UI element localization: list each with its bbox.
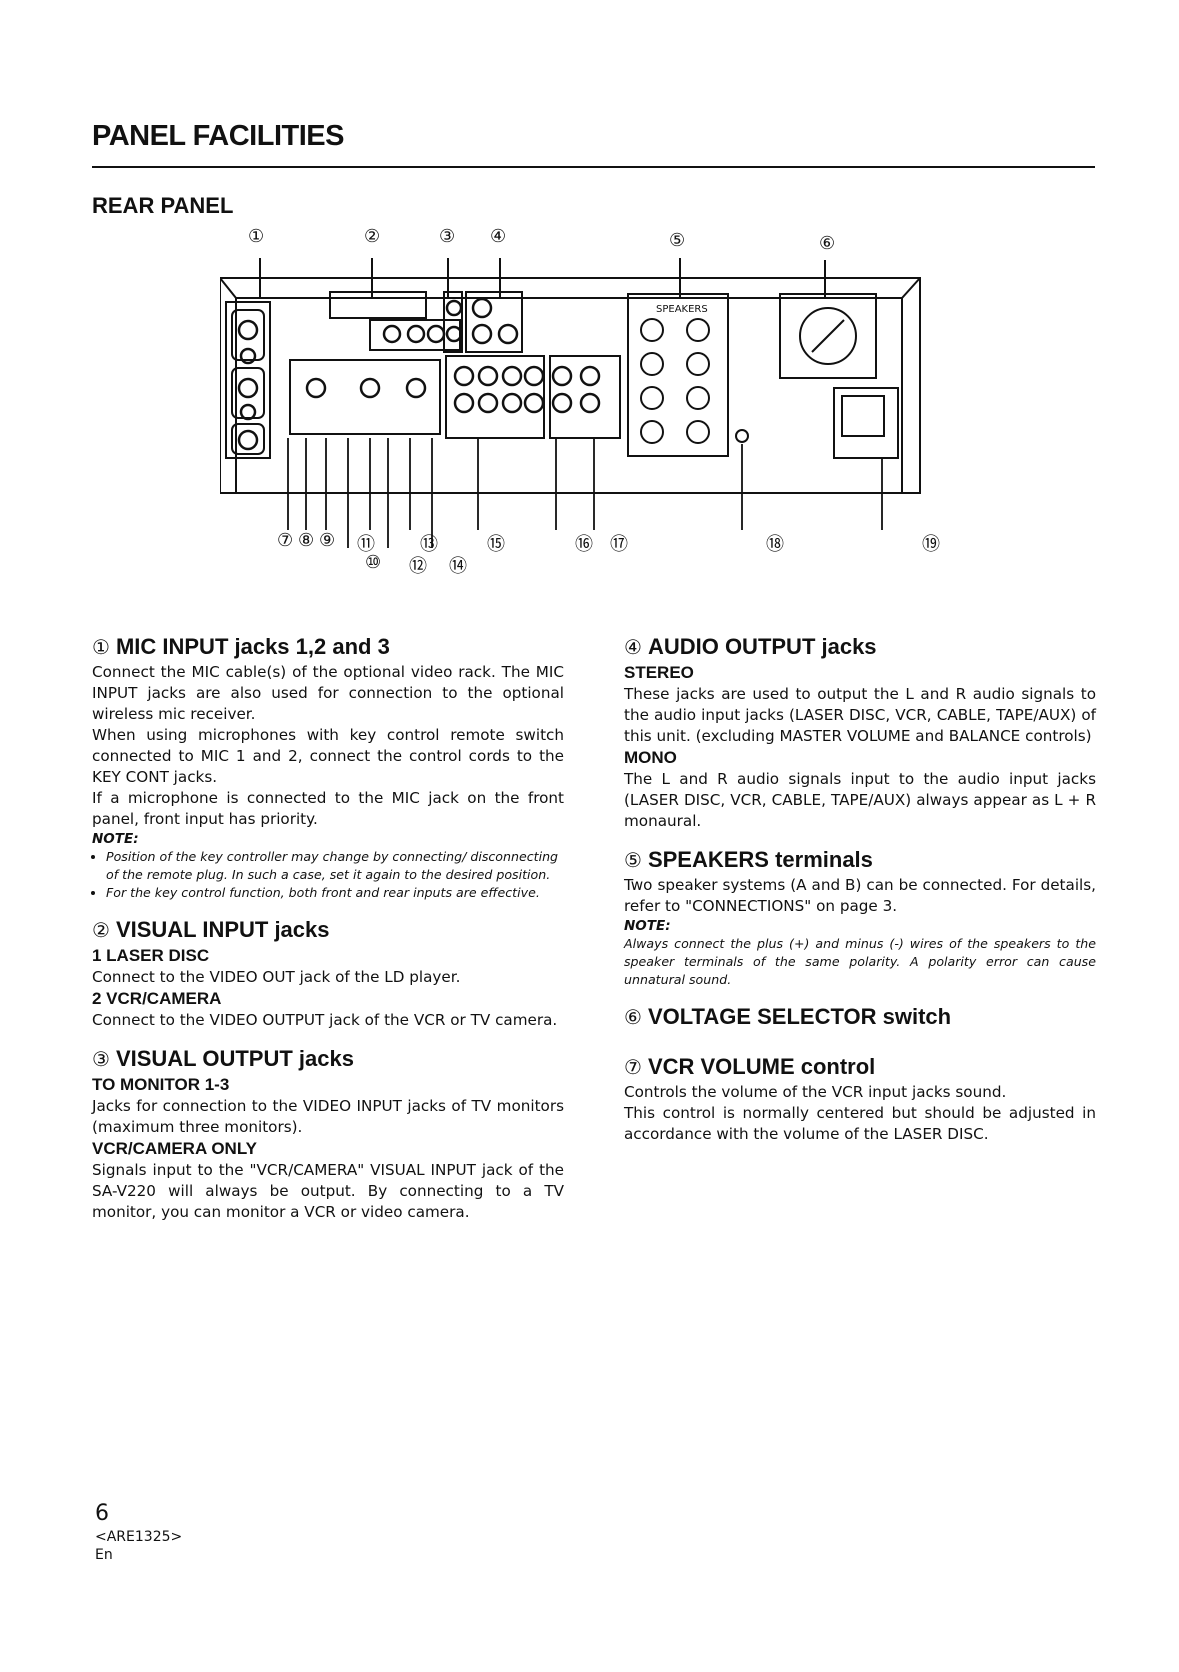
callout-16: ⑯ xyxy=(575,534,593,555)
body-text: The L and R audio signals input to the a… xyxy=(624,770,1096,830)
speakers-diagram-label: SPEAKERS xyxy=(656,304,708,315)
rear-panel-diagram: SPEAKERS xyxy=(220,258,921,548)
body-text: This control is normally centered but sh… xyxy=(624,1104,1096,1143)
body-text: Connect to the VIDEO OUTPUT jack of the … xyxy=(92,1011,558,1029)
callout-7: ⑦ xyxy=(277,530,294,551)
mic-input-paragraph: When using microphones with key control … xyxy=(92,726,564,786)
callout-13: ⑬ xyxy=(420,534,438,555)
footer: 6 <ARE1325> En xyxy=(95,1500,182,1564)
callout-19: ⑲ xyxy=(922,534,940,555)
subheading: STEREO xyxy=(624,663,694,682)
doc-code: <ARE1325> xyxy=(95,1529,183,1545)
callout-2: ② xyxy=(364,226,381,247)
body-text: Two speaker systems (A and B) can be con… xyxy=(624,876,1096,915)
callout-4: ④ xyxy=(490,226,507,247)
section-heading: REAR PANEL xyxy=(92,193,234,218)
body-text: Jacks for connection to the VIDEO INPUT … xyxy=(92,1097,564,1136)
subheading: MONO xyxy=(624,748,677,767)
callout-3: ③ xyxy=(439,226,456,247)
subheading: VCR/CAMERA ONLY xyxy=(92,1139,257,1158)
callout-18: ⑱ xyxy=(766,534,784,555)
mic-input-paragraph: If a microphone is connected to the MIC … xyxy=(92,789,564,828)
note-label: NOTE: xyxy=(624,918,671,934)
callout-12: ⑫ xyxy=(409,556,427,577)
callout-15: ⑮ xyxy=(487,534,505,555)
note-text: Always connect the plus (+) and minus (-… xyxy=(624,936,1096,987)
title-rule xyxy=(92,166,1095,168)
body-text: These jacks are used to output the L and… xyxy=(624,685,1096,745)
callout-10: ⑩ xyxy=(365,552,382,573)
callout-14: ⑭ xyxy=(449,556,467,577)
note-item: Position of the key controller may chang… xyxy=(106,848,564,884)
mic-input-paragraph: Connect the MIC cable(s) of the optional… xyxy=(92,663,564,723)
note-label: NOTE: xyxy=(92,831,139,847)
callout-1: ① xyxy=(248,226,265,247)
body-text: Connect to the VIDEO OUT jack of the LD … xyxy=(92,968,461,986)
callout-5: ⑤ xyxy=(669,230,686,251)
body-text: Controls the volume of the VCR input jac… xyxy=(624,1083,1007,1101)
page-number: 6 xyxy=(95,1501,109,1526)
language-code: En xyxy=(95,1547,113,1563)
callout-6: ⑥ xyxy=(819,233,836,254)
callout-9: ⑨ xyxy=(319,530,336,551)
subheading: 1 LASER DISC xyxy=(92,946,210,965)
note-item: For the key control function, both front… xyxy=(106,884,564,902)
note-list: Position of the key controller may chang… xyxy=(92,848,564,902)
callout-8: ⑧ xyxy=(298,530,315,551)
subheading: 2 VCR/CAMERA xyxy=(92,989,222,1008)
callout-11: ⑪ xyxy=(357,534,375,555)
subheading: TO MONITOR 1-3 xyxy=(92,1075,230,1094)
callout-17: ⑰ xyxy=(610,534,628,555)
page-title: PANEL FACILITIES xyxy=(92,120,344,152)
body-text: Signals input to the "VCR/CAMERA" VISUAL… xyxy=(92,1161,564,1221)
